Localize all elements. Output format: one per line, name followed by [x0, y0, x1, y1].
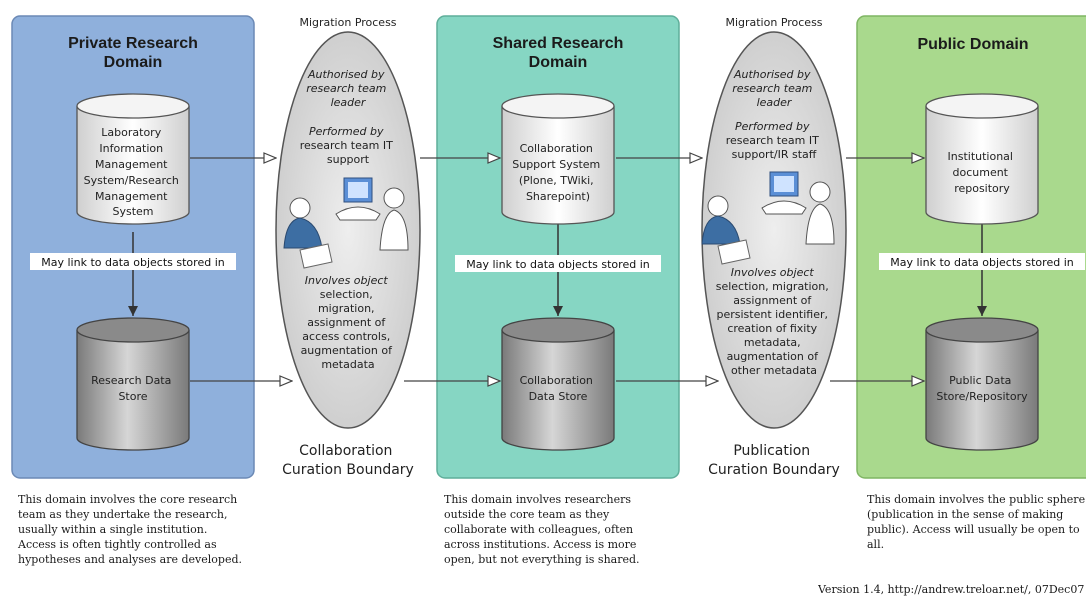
migration-process-label-2: Migration Process [725, 16, 822, 29]
collaboration-authorised-text: Authorised by research team leader [306, 68, 390, 109]
collaboration-boundary-name: Collaboration Curation Boundary [282, 443, 414, 478]
research-data-store-label: Research Data Store [91, 374, 175, 403]
publication-boundary-ellipse [701, 31, 847, 429]
public-domain-title: Public Domain [917, 36, 1028, 53]
it-support-people-icon-1 [283, 177, 409, 269]
institutional-repository-cylinder [925, 93, 1039, 225]
shared-domain-title-line1: Shared Research [493, 35, 624, 52]
collaboration-performed-text: Performed by research team IT support [300, 125, 397, 166]
public-link-label-box [879, 253, 1085, 270]
public-link-label: May link to data objects stored in [890, 256, 1073, 269]
shared-domain-description: This domain involves researchers outside… [444, 493, 640, 566]
private-link-label: May link to data objects stored in [41, 256, 224, 269]
shared-link-label-box [455, 255, 661, 272]
public-data-store-cylinder [925, 317, 1039, 451]
private-domain-title-line2: Domain [104, 54, 163, 71]
institutional-repository-label: Institutional document repository [948, 150, 1017, 195]
version-footer: Version 1.4, http://andrew.treloar.net/,… [818, 583, 1085, 596]
research-data-store-cylinder [76, 317, 190, 451]
publication-performed-text: Performed by research team IT support/IR… [726, 120, 823, 161]
collaboration-data-store-label: Collaboration Data Store [520, 374, 597, 403]
it-support-people-icon-2 [701, 171, 835, 265]
shared-domain-title-line2: Domain [529, 54, 588, 71]
collaboration-support-label: Collaboration Support System (Plone, TWi… [512, 142, 604, 203]
collaboration-support-cylinder [501, 93, 615, 225]
lims-label: Laboratory Information Management System… [84, 126, 183, 218]
lims-cylinder [76, 93, 190, 225]
collaboration-involves-text: Involves object selection, migration, as… [301, 274, 396, 371]
collaboration-data-store-cylinder [501, 317, 615, 451]
collaboration-boundary-ellipse [275, 31, 421, 429]
publication-authorised-text: Authorised by research team leader [732, 68, 816, 109]
private-link-label-box [30, 253, 236, 270]
migration-process-label-1: Migration Process [299, 16, 396, 29]
private-domain-description: This domain involves the core research t… [18, 493, 243, 566]
public-data-store-label: Public Data Store/Repository [936, 374, 1028, 403]
public-domain-description: This domain involves the public sphere (… [867, 493, 1086, 551]
publication-involves-text: Involves object selection, migration, as… [716, 266, 833, 377]
private-domain-title-line1: Private Research [68, 35, 198, 52]
shared-link-label: May link to data objects stored in [466, 258, 649, 271]
publication-boundary-name: Publication Curation Boundary [708, 443, 840, 478]
